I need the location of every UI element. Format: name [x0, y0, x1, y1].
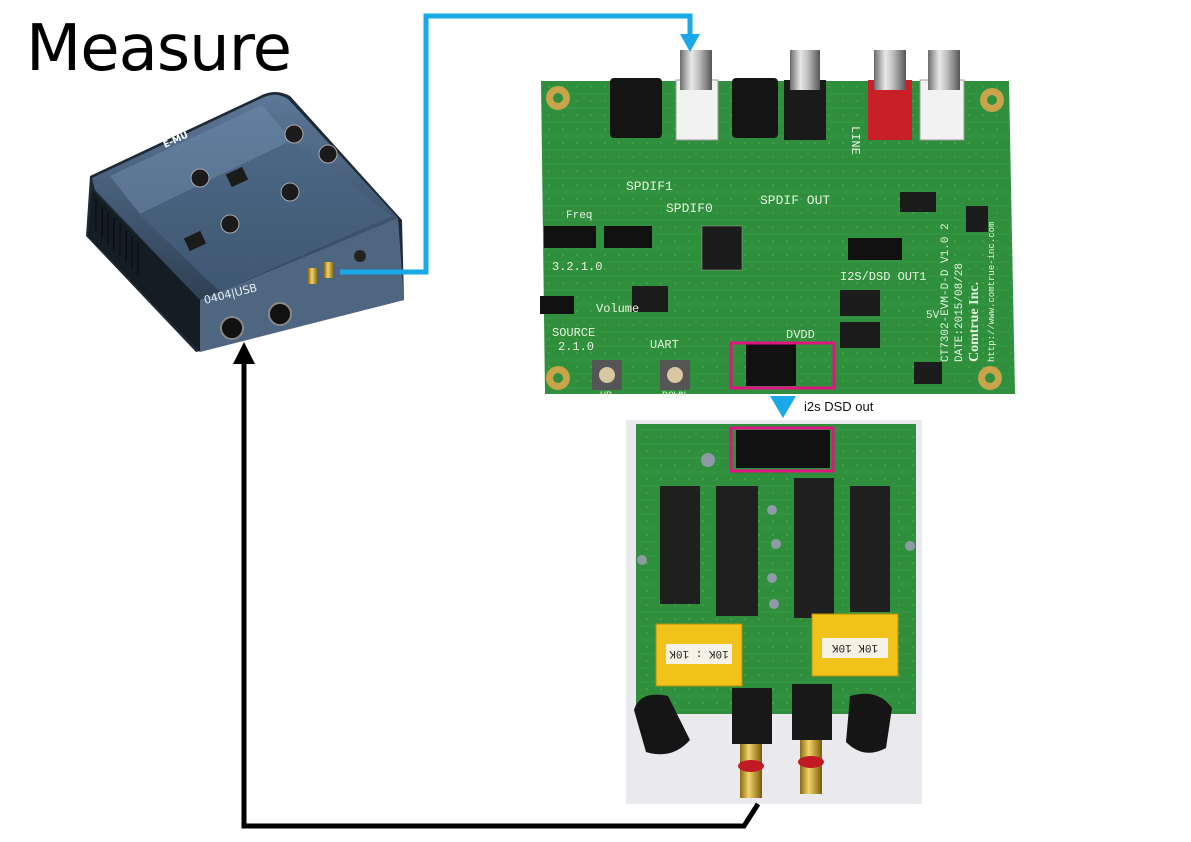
- i2s-header-highlight-target: [729, 426, 835, 473]
- silk-volume: Volume: [596, 302, 639, 316]
- silk-source-values: 2.1.0: [558, 340, 594, 354]
- dsd-output-board: 10K : 10K 10K 10K: [626, 420, 922, 804]
- silk-freq: Freq: [566, 210, 592, 222]
- silk-line: LINE: [848, 126, 862, 155]
- silk-website: http://www.comtrue-inc.com: [987, 222, 997, 362]
- silk-board-id: CT7302-EVM-D-D V1.0 2: [940, 223, 952, 362]
- silk-5v: 5V: [926, 310, 940, 322]
- i2s-header-highlight-source: [729, 341, 836, 390]
- transformer-right-label: 10K 10K: [832, 641, 879, 653]
- silk-source: SOURCE: [552, 326, 595, 340]
- page-title: Measure: [26, 12, 292, 86]
- transformer-left-label: 10K : 10K: [669, 647, 729, 659]
- emu-audio-interface: E-MU 0404|USB: [86, 92, 404, 352]
- silk-spdif-out: SPDIF OUT: [760, 193, 830, 208]
- silk-board-date: DATE:2015/08/28: [954, 263, 966, 362]
- digital-signal-arrowhead: [680, 34, 700, 52]
- dac-evaluation-board: SPDIF1 SPDIF0 SPDIF OUT I2S/DSD OUT1 SOU…: [540, 50, 1015, 402]
- return-signal-arrowhead: [233, 342, 255, 364]
- silk-dvdd: DVDD: [786, 328, 815, 342]
- silk-spdif0: SPDIF0: [666, 201, 713, 216]
- silk-company: Comtrue Inc.: [967, 282, 982, 362]
- silk-spdif1: SPDIF1: [626, 179, 673, 194]
- i2s-connection-label: i2s DSD out: [804, 399, 874, 414]
- digital-signal-line: [340, 13, 693, 275]
- silk-i2s-dsd-out: I2S/DSD OUT1: [840, 270, 926, 284]
- silk-freq-values: 3.2.1.0: [552, 260, 602, 274]
- return-signal-line: [241, 360, 761, 829]
- silk-up: UP: [600, 391, 612, 402]
- silk-uart: UART: [650, 338, 679, 352]
- silk-down: DOWN: [662, 391, 686, 402]
- i2s-arrowhead: [770, 396, 796, 418]
